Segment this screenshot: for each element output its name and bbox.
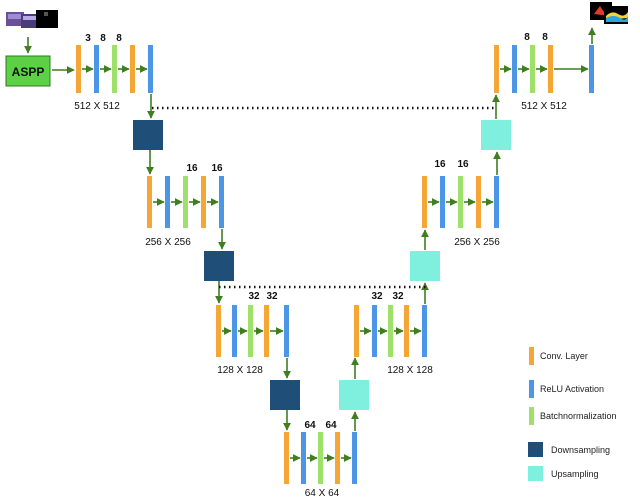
dec3-relu-layer-5 (422, 305, 427, 357)
enc2-conv-layer-1 (147, 176, 152, 228)
bottleneck-relu-layer-5 (352, 432, 357, 484)
dec1-relu-layer-2 (512, 45, 517, 93)
enc2-relu-layer-5 (219, 176, 224, 228)
enc3-conv-layer-1 (216, 305, 221, 357)
dec3-channel-label-2: 32 (392, 291, 404, 302)
enc1-conv-layer-1 (76, 45, 81, 93)
dec3-conv-layer-1 (354, 305, 359, 357)
channel-labels: 3 8 8 16 16 32 32 64 64 32 32 16 16 8 8 (85, 32, 548, 431)
legend-conv-swatch (529, 347, 534, 365)
dec2-conv-layer-1 (422, 176, 427, 228)
enc1-channel-label-3: 8 (116, 33, 122, 44)
bottleneck-batchnorm-layer-3 (318, 432, 323, 484)
legend-relu-label: ReLU Activation (540, 384, 604, 394)
enc2-channel-label-1: 16 (186, 163, 198, 174)
legend-upsampling-label: Upsampling (551, 469, 599, 479)
enc3-size-label: 128 X 128 (217, 365, 263, 376)
enc3-channel-label-2: 32 (266, 291, 278, 302)
layer-group (76, 45, 594, 484)
dec1-channel-label-1: 8 (524, 32, 530, 43)
enc1-channel-label-1: 3 (85, 33, 91, 44)
bottleneck-channel-label-1: 64 (304, 420, 316, 431)
legend-batchnorm-swatch (529, 407, 534, 425)
bottleneck-channel-label-2: 64 (325, 420, 337, 431)
arrow-group (24, 27, 596, 462)
downsampling-block-3 (270, 380, 300, 410)
bottleneck-relu-layer-2 (301, 432, 306, 484)
dec1-relu-layer-5 (589, 45, 594, 93)
enc2-relu-layer-2 (165, 176, 170, 228)
dec3-conv-layer-4 (404, 305, 409, 357)
enc3-batchnorm-layer-3 (248, 305, 253, 357)
dec3-relu-layer-2 (372, 305, 377, 357)
dec2-size-label: 256 X 256 (454, 237, 500, 248)
enc1-channel-label-2: 8 (100, 33, 106, 44)
enc2-channel-label-2: 16 (211, 163, 223, 174)
dec1-batchnorm-layer-3 (530, 45, 535, 93)
enc3-relu-layer-2 (232, 305, 237, 357)
dec2-batchnorm-layer-3 (458, 176, 463, 228)
size-labels: 512 X 512 256 X 256 128 X 128 64 X 64 12… (74, 101, 567, 498)
bottleneck-conv-layer-1 (284, 432, 289, 484)
dec2-relu-layer-5 (494, 176, 499, 228)
enc1-conv-layer-4 (130, 45, 135, 93)
dec2-conv-layer-4 (476, 176, 481, 228)
legend-batchnorm-label: Batchnormalization (540, 411, 617, 421)
dec3-batchnorm-layer-3 (388, 305, 393, 357)
aspp-label: ASPP (12, 65, 45, 79)
legend-downsampling-swatch (528, 442, 543, 457)
legend-conv-label: Conv. Layer (540, 351, 588, 361)
enc2-batchnorm-layer-3 (183, 176, 188, 228)
aspp-block: ASPP (5, 55, 51, 87)
enc3-relu-layer-5 (284, 305, 289, 357)
enc3-conv-layer-4 (264, 305, 269, 357)
dec1-conv-layer-1 (494, 45, 499, 93)
legend-downsampling-label: Downsampling (551, 445, 610, 455)
upsampling-block-1 (339, 380, 369, 410)
legend: Conv. Layer ReLU Activation Batchnormali… (528, 347, 617, 481)
input-images (6, 10, 58, 28)
enc1-relu-layer-5 (148, 45, 153, 93)
enc2-conv-layer-4 (201, 176, 206, 228)
legend-relu-swatch (529, 380, 534, 398)
output-images (590, 2, 628, 24)
downsampling-block-1 (133, 120, 163, 150)
upsampling-block-3 (481, 120, 511, 150)
dec1-conv-layer-4 (548, 45, 553, 93)
dec1-size-label: 512 X 512 (521, 101, 567, 112)
enc3-channel-label-1: 32 (248, 291, 260, 302)
bottleneck-conv-layer-4 (335, 432, 340, 484)
enc2-size-label: 256 X 256 (145, 237, 191, 248)
bottleneck-size-label: 64 X 64 (305, 488, 340, 498)
dec2-channel-label-2: 16 (457, 159, 469, 170)
legend-upsampling-swatch (528, 466, 543, 481)
dec2-channel-label-1: 16 (434, 159, 446, 170)
enc1-relu-layer-2 (94, 45, 99, 93)
dec3-size-label: 128 X 128 (387, 365, 433, 376)
downsampling-block-2 (204, 251, 234, 281)
enc1-batchnorm-layer-3 (112, 45, 117, 93)
dec3-channel-label-1: 32 (371, 291, 383, 302)
upsampling-block-2 (410, 251, 440, 281)
enc1-size-label: 512 X 512 (74, 101, 120, 112)
dec1-channel-label-2: 8 (542, 32, 548, 43)
dec2-relu-layer-2 (440, 176, 445, 228)
